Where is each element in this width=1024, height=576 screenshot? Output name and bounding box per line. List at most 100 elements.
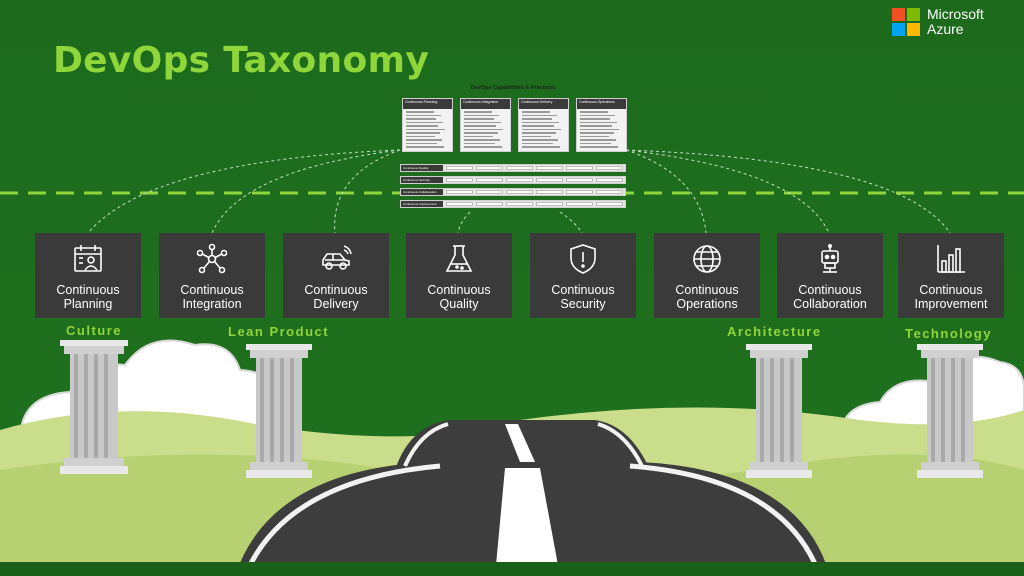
network-nodes-icon [196,243,228,275]
matrix-bullet-line [464,132,498,134]
matrix-bullet-line [580,142,611,144]
matrix-bullet-line [464,114,499,116]
matrix-bullet-line [464,111,492,113]
road-center-front [495,468,560,576]
matrix-bullet-line [464,118,494,120]
matrix-bullet-line [464,135,493,137]
matrix-column: Continuous Integration [460,98,511,152]
matrix-row: Continuous Improvement [400,200,626,208]
matrix-cell [566,178,593,182]
matrix-bullet-line [580,114,615,116]
matrix-bullet-line [522,146,560,148]
bottom-band [0,562,1024,576]
matrix-bullet-line [580,125,612,127]
pillar-label-technology: Technology [905,326,992,341]
matrix-cell [566,190,593,194]
calendar-person-icon [72,243,104,275]
road-edge-left [242,463,441,576]
matrix-cell [596,166,623,170]
matrix-bullet-line [522,118,552,120]
matrix-row: Continuous Security [400,176,626,184]
matrix-bullet-line [406,111,434,113]
tile-label-line1: Continuous [919,283,983,297]
tile-label-line2: Delivery [313,297,359,311]
matrix-cell [506,190,533,194]
matrix-bullet-line [464,125,496,127]
brand-text: Microsoft Azure [927,7,984,37]
robot-icon [814,243,846,275]
pillar-culture [60,340,128,474]
tile-label-line1: Continuous [798,283,862,297]
matrix-bullet-line [464,139,500,141]
bar-chart-icon [935,243,967,275]
connected-car-icon [320,243,352,275]
matrix-bullet-line [580,139,616,141]
matrix-cell [596,178,623,182]
tile-label-line2: Planning [63,297,113,311]
matrix-cell [536,202,563,206]
matrix-row-header: Continuous Collaboration [401,189,443,195]
matrix-cell [536,166,563,170]
matrix-bullet-line [522,128,561,130]
matrix-cell [446,166,473,170]
matrix-bullet-line [406,139,442,141]
matrix-bullet-line [580,121,617,123]
road-edge-back-right [597,422,644,467]
shield-alert-icon [567,243,599,275]
microsoft-azure-logo: Microsoft Azure [892,7,984,37]
matrix-column: Continuous Planning [402,98,453,152]
matrix-cell [476,178,503,182]
matrix-bullet-line [464,128,503,130]
matrix-column-header: Continuous Delivery [519,99,568,109]
tile-label-line2: Integration [182,297,242,311]
tile-label-line1: Continuous [180,283,244,297]
matrix-cell [536,178,563,182]
flask-icon [443,243,475,275]
tile-label-line2: Improvement [914,297,988,311]
tile-label-line1: Continuous [551,283,615,297]
matrix-bullet-line [522,135,551,137]
matrix-cell [566,166,593,170]
connector-lines [87,149,951,234]
pillar-label-culture: Culture [66,323,122,338]
matrix-bullet-line [580,128,619,130]
pillar-lean-product [246,344,312,478]
matrix-cell [446,202,473,206]
matrix-cell [596,202,623,206]
tile-label-line1: Continuous [56,283,120,297]
matrix-cell [596,190,623,194]
matrix-bullet-line [522,125,554,127]
matrix-bullet-line [580,146,618,148]
tile-label-line1: Continuous [304,283,368,297]
logo-square-yellow [907,22,920,36]
logo-square-red [892,7,905,21]
matrix-bullet-line [580,111,608,113]
matrix-row-header: Continuous Security [401,177,443,183]
matrix-cell [566,202,593,206]
pillar-label-lean-product: Lean Product [228,324,330,339]
matrix-row: Continuous Quality [400,164,626,172]
matrix-bullet-line [406,121,443,123]
matrix-column: Continuous Delivery [518,98,569,152]
road-edge-back-left [403,422,449,467]
matrix-bullet-line [406,146,444,148]
matrix-bullet-line [522,142,553,144]
matrix-bullet-line [406,135,435,137]
globe-icon [691,243,723,275]
matrix-bullet-line [406,142,437,144]
matrix-cell [476,190,503,194]
matrix-cell [446,190,473,194]
matrix-bullet-line [522,114,557,116]
